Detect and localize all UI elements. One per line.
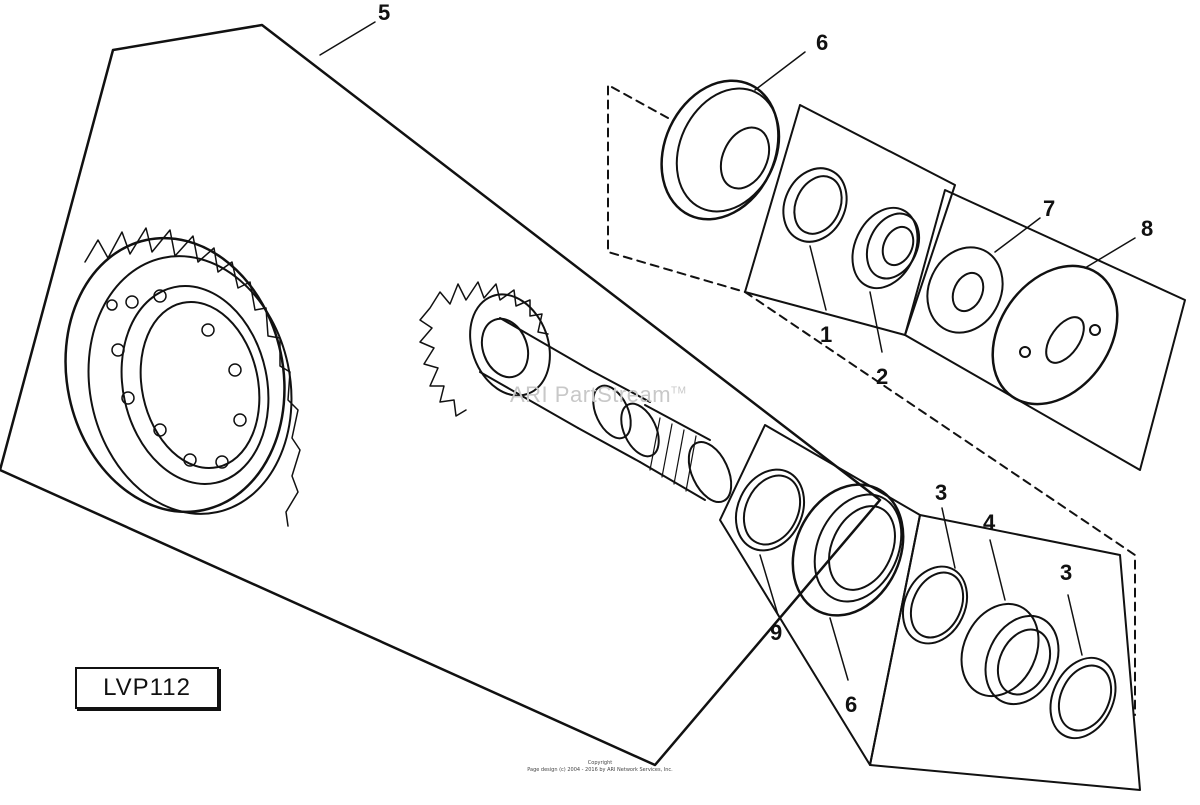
copyright-line-2: Page design (c) 2004 - 2016 by ARI Netwo… <box>527 767 673 773</box>
callout-1: 1 <box>820 322 833 347</box>
ring-gear <box>64 227 301 527</box>
lower-right-panel <box>869 514 1141 791</box>
bearing-cup-bottom <box>791 483 905 617</box>
dashed-guide-line <box>744 291 1136 716</box>
reference-code: LVP112 <box>103 674 191 701</box>
pinion-shaft <box>419 281 733 503</box>
callout-3-left: 3 <box>935 480 948 505</box>
slotted-nut <box>851 206 921 290</box>
assembly-outline <box>0 23 882 767</box>
bearing-cap <box>991 264 1119 406</box>
copyright-line-1: Copyright <box>587 760 613 766</box>
spacer-ring-left <box>901 565 969 645</box>
callout-7: 7 <box>1043 196 1056 221</box>
callout-2: 2 <box>876 364 889 389</box>
spacer-ring-right <box>1049 656 1117 740</box>
callout-4: 4 <box>983 510 996 535</box>
ring-gear-bolt-holes <box>106 289 247 469</box>
callout-6-bottom: 6 <box>845 692 858 717</box>
callout-8: 8 <box>1141 216 1154 241</box>
callout-6-top: 6 <box>816 30 829 55</box>
bearing-cup-top <box>660 79 781 221</box>
copyright-notice: Copyright Page design (c) 2004 - 2016 by… <box>440 760 760 774</box>
leader-lines <box>319 21 1136 681</box>
lower-group-panel <box>719 424 921 766</box>
watermark: ARI PartStreamTM <box>510 382 687 407</box>
upper-group-frame <box>607 84 746 293</box>
reference-code-box: LVP112 <box>75 667 219 709</box>
callout-3-right: 3 <box>1060 560 1073 585</box>
upper-right-panel <box>904 189 1186 471</box>
bearing-cone <box>960 602 1060 706</box>
snap-ring <box>782 167 848 243</box>
shim <box>734 468 806 552</box>
callout-5: 5 <box>378 0 391 25</box>
upper-group-panel <box>744 104 956 336</box>
thrust-washer <box>926 246 1004 334</box>
callout-9: 9 <box>770 620 783 645</box>
